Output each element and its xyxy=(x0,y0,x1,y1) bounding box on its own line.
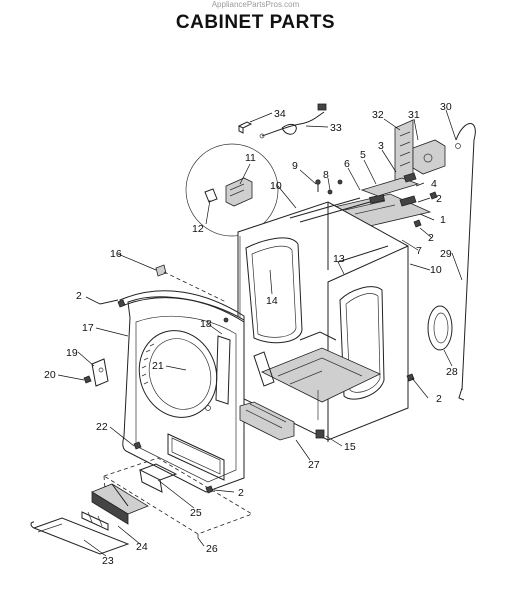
callout-18: 18 xyxy=(200,318,212,330)
leveling-foot xyxy=(315,429,325,439)
callout-14: 14 xyxy=(266,295,278,307)
callout-13: 13 xyxy=(333,253,345,265)
dispenser-bracket xyxy=(360,172,420,207)
callout-1: 1 xyxy=(440,214,446,226)
callout-30: 30 xyxy=(440,101,452,113)
watermark: AppliancePartsPros.com xyxy=(211,0,300,9)
callout-29: 29 xyxy=(440,248,452,260)
callout-20: 20 xyxy=(44,369,56,381)
callout-5: 5 xyxy=(360,149,366,161)
callout-7: 7 xyxy=(416,245,422,257)
door-pin xyxy=(155,264,227,303)
callout-34: 34 xyxy=(274,108,286,120)
callout-2d: 2 xyxy=(436,393,442,405)
callout-2e: 2 xyxy=(238,487,244,499)
leader-lines xyxy=(57,109,463,557)
callout-9: 9 xyxy=(292,160,298,172)
callout-15: 15 xyxy=(344,441,356,453)
cord-clip xyxy=(237,121,253,134)
callout-32: 32 xyxy=(372,109,384,121)
callout-24: 24 xyxy=(136,541,148,553)
callout-23: 23 xyxy=(102,555,114,567)
callout-31: 31 xyxy=(408,109,420,121)
dispenser-housing xyxy=(239,351,295,441)
callout-21: 21 xyxy=(152,360,164,372)
hinge-bracket xyxy=(91,358,109,387)
rear-ring xyxy=(427,305,453,351)
callout-27: 27 xyxy=(308,459,320,471)
callout-17: 17 xyxy=(82,322,94,334)
callout-11: 11 xyxy=(245,152,256,164)
callout-22: 22 xyxy=(96,421,108,433)
cabinet-body xyxy=(237,197,409,442)
callout-10b: 10 xyxy=(430,264,442,276)
callout-2b: 2 xyxy=(428,232,434,244)
callout-28: 28 xyxy=(446,366,458,378)
page-title: CABINET PARTS xyxy=(175,12,336,33)
callout-33: 33 xyxy=(330,122,342,134)
callout-25: 25 xyxy=(190,507,202,519)
callout-2c: 2 xyxy=(76,290,82,302)
callout-3: 3 xyxy=(378,140,384,152)
callout-4: 4 xyxy=(431,178,437,190)
callout-8: 8 xyxy=(323,169,329,181)
rear-screws xyxy=(315,179,343,195)
callout-26: 26 xyxy=(206,543,218,555)
callout-12: 12 xyxy=(192,223,204,235)
drain-hose xyxy=(455,123,476,401)
callout-numbers: 34 33 11 12 9 8 6 5 3 32 31 30 4 2 1 2 7… xyxy=(44,101,458,567)
callout-10a: 10 xyxy=(270,180,282,192)
screws xyxy=(83,191,438,494)
front-panel xyxy=(119,290,245,493)
callout-2a: 2 xyxy=(436,193,442,205)
callout-6: 6 xyxy=(344,158,350,170)
callout-19: 19 xyxy=(66,347,78,359)
control-board xyxy=(394,119,446,185)
drawer-assembly xyxy=(30,457,253,555)
wire-harness xyxy=(259,103,327,139)
callout-16: 16 xyxy=(110,248,122,260)
